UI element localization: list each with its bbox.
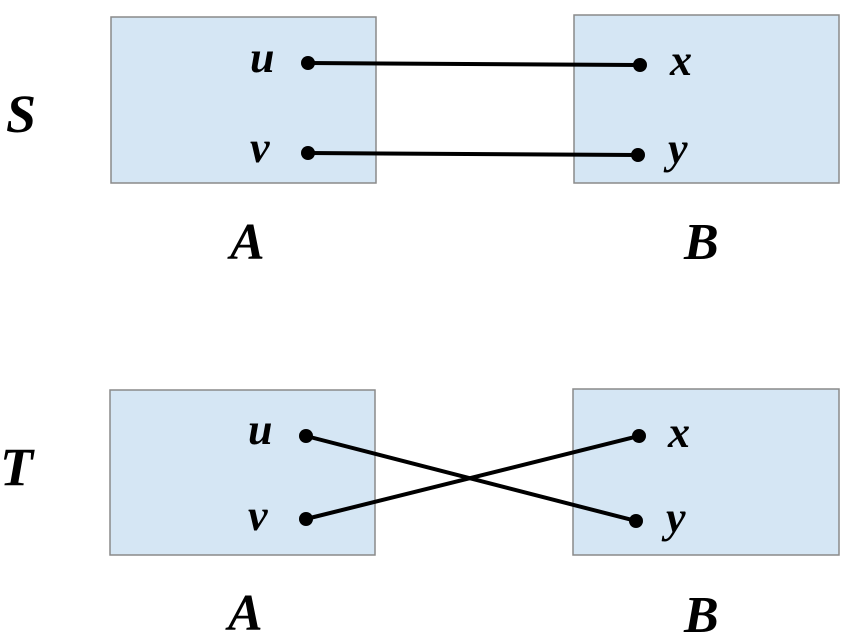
point-s-x: [633, 58, 647, 72]
set-label-s-b: B: [683, 214, 719, 271]
element-label-t-x: x: [667, 408, 690, 457]
point-s-u: [301, 56, 315, 70]
point-s-v: [301, 146, 315, 160]
arrow-s-v-to-y: [306, 151, 640, 157]
codomain-box-t: [572, 388, 840, 556]
set-label-t-a: A: [225, 585, 263, 642]
set-label-t-b: B: [683, 587, 719, 643]
mapping-label-t: T: [0, 437, 35, 497]
element-label-t-v: v: [248, 491, 268, 540]
domain-box-s: [110, 16, 377, 184]
set-label-s-a: A: [227, 214, 265, 271]
element-label-s-v: v: [250, 123, 270, 172]
arrow-s-u-to-x: [306, 61, 642, 67]
point-t-y: [629, 514, 643, 528]
element-label-s-y: y: [663, 124, 688, 173]
element-label-s-u: u: [250, 33, 274, 82]
arrow-t-v-to-x: [304, 434, 641, 521]
element-label-t-u: u: [248, 405, 272, 454]
element-label-t-y: y: [661, 493, 686, 542]
element-label-s-x: x: [669, 36, 692, 85]
mapping-s: S u v x y A B: [6, 14, 840, 271]
codomain-box-s: [573, 14, 840, 184]
point-s-y: [631, 148, 645, 162]
mapping-t: T u v x y A B: [0, 388, 840, 643]
domain-box-t: [109, 389, 376, 556]
point-t-v: [299, 512, 313, 526]
point-t-u: [299, 429, 313, 443]
mapping-label-s: S: [6, 84, 36, 144]
point-t-x: [632, 429, 646, 443]
